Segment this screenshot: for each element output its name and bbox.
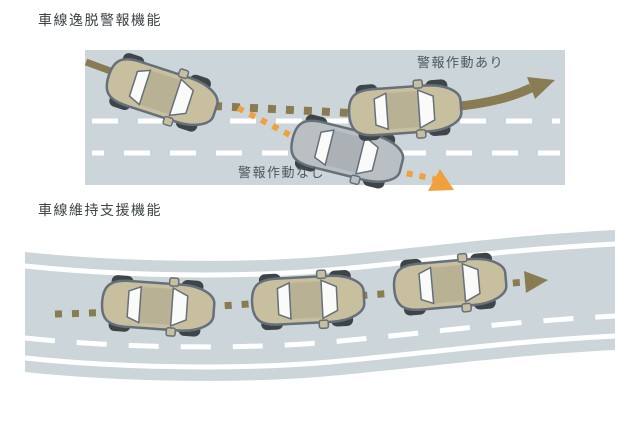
lane-keep-arrowhead: [524, 271, 548, 293]
warning-correction-arrow: [451, 83, 533, 112]
car-lane-keep-1: [98, 271, 218, 341]
no-warning-arrowhead: [428, 169, 454, 191]
center-dashed-line: [24, 313, 616, 350]
lane-keeping-assist-title: 車線維持支援機能: [38, 202, 162, 218]
car-lane-keep-2: [249, 266, 367, 334]
lane-departure-diagram: 警報作動あり 警報作動なし: [84, 46, 565, 195]
warning-correction-arrowhead: [527, 77, 555, 99]
lane-departure-warning-title: 車線逸脱警報機能: [38, 12, 162, 28]
drift-trajectory-dotted: [213, 102, 351, 117]
warning-on-label: 警報作動あり: [417, 55, 504, 70]
road-edge-line-top: [24, 241, 616, 278]
road-edge-line-bottom: [24, 333, 616, 370]
warning-off-label: 警報作動なし: [238, 165, 325, 180]
car-lane-keep-3: [390, 248, 510, 320]
lane-keeping-diagram: [24, 230, 616, 381]
car-corrected: [345, 75, 465, 145]
